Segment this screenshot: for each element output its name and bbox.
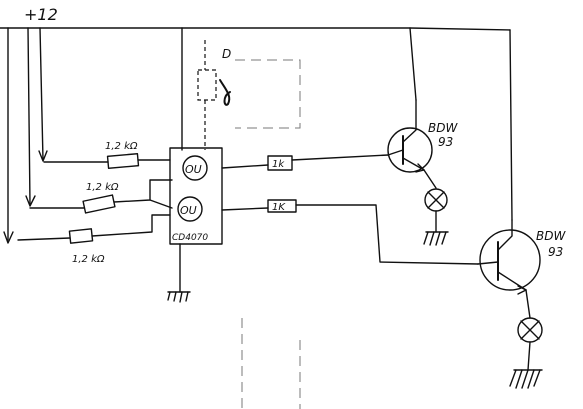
input-lines <box>3 27 48 244</box>
ic-ground <box>167 243 191 303</box>
gate1-label: OU <box>185 163 202 176</box>
resistor-r2: 1,2 kΩ <box>29 179 173 214</box>
ic-cd4070: OU OU CD4070 <box>169 147 223 245</box>
resistor-r3-label: 1,2 kΩ <box>72 254 105 265</box>
resistor-r5: 1K <box>221 199 479 265</box>
resistor-r1-label: 1,2 kΩ <box>105 141 138 152</box>
lamp-1 <box>423 169 449 246</box>
transistor-q2: BDW 93 <box>477 219 566 295</box>
gate2-label: OU <box>180 204 197 217</box>
dashed-component: D <box>197 40 231 150</box>
resistor-r2-label: 1,2 kΩ <box>86 182 119 193</box>
resistor-r1: 1,2 kΩ <box>43 141 171 169</box>
transistor-q2-label-line1: BDW <box>536 229 566 243</box>
dashed-component-label: D <box>222 47 231 61</box>
ic-label: CD4070 <box>172 233 208 243</box>
transistor-q1: BDW 93 <box>387 27 458 173</box>
resistor-r4-label: 1k <box>272 159 285 170</box>
transistor-q2-label-line2: 93 <box>548 245 563 259</box>
supply-label: +12 <box>24 5 58 24</box>
resistor-r4: 1k <box>221 154 389 171</box>
background-outline <box>235 59 301 129</box>
resistor-r5-label: 1K <box>272 202 286 213</box>
transistor-q1-label-line1: BDW <box>428 121 458 135</box>
resistor-r3: 1,2 kΩ <box>17 214 171 265</box>
transistor-q1-label-line2: 93 <box>438 135 453 149</box>
lamp-2 <box>509 289 543 389</box>
